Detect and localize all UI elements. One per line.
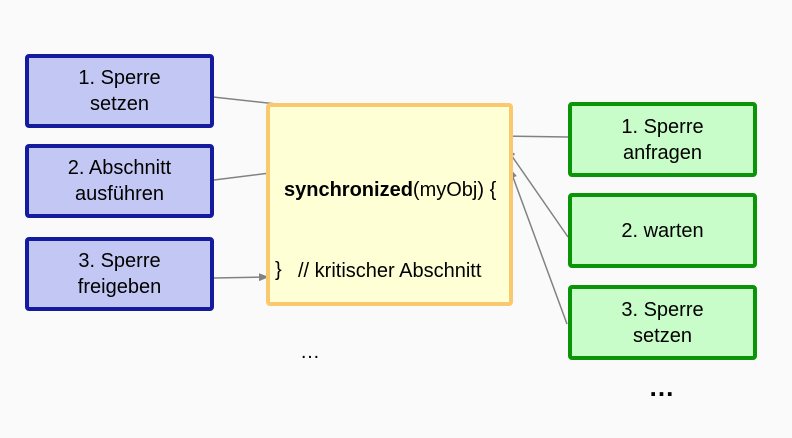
code-line1-rest: (myObj) { <box>412 179 497 201</box>
right-step-1-box: 1. Sperre anfragen <box>568 102 757 177</box>
code-line-ellipsis: … <box>300 341 320 363</box>
arrow-right-2 <box>506 148 569 238</box>
arrow-right-3 <box>509 168 568 325</box>
code-line-comment: // kritischer Abschnitt <box>298 260 482 282</box>
code-lines: synchronized(myObj) { // kritischer Absc… <box>270 123 496 420</box>
left-step-3-line1: 3. Sperre <box>78 250 161 272</box>
left-step-2-line1: 2. Abschnitt <box>67 157 172 179</box>
left-step-3-line2: freigeben <box>77 276 162 298</box>
right-step-1-line2: anfragen <box>623 141 702 164</box>
left-step-2-line2: ausführen <box>75 183 164 205</box>
code-line-synchronized: synchronized(myObj) { <box>270 177 496 204</box>
left-step-3-box: 3. Sperre freigeben <box>25 237 214 311</box>
right-step-2-box: 2. warten <box>568 193 757 268</box>
arrow-left-3 <box>213 273 269 282</box>
right-step-3-line2: setzen <box>633 324 692 347</box>
left-step-1-line1: 1. Sperre <box>78 67 161 89</box>
left-step-2-box: 2. Abschnitt ausführen <box>25 144 214 218</box>
right-step-3-box: 3. Sperre setzen <box>568 285 757 360</box>
right-step-2-line1: 2. warten <box>621 219 704 242</box>
code-line-closing-brace: } <box>275 259 282 281</box>
right-step-3-line1: 3. Sperre <box>621 298 704 321</box>
left-step-1-box: 1. Sperre setzen <box>25 54 214 128</box>
right-step-1-line1: 1. Sperre <box>621 115 704 138</box>
left-step-1-line2: setzen <box>90 93 149 115</box>
code-keyword: synchronized <box>284 179 413 201</box>
right-column-ellipsis: … <box>648 372 677 402</box>
code-box: synchronized(myObj) { // kritischer Absc… <box>266 103 513 363</box>
